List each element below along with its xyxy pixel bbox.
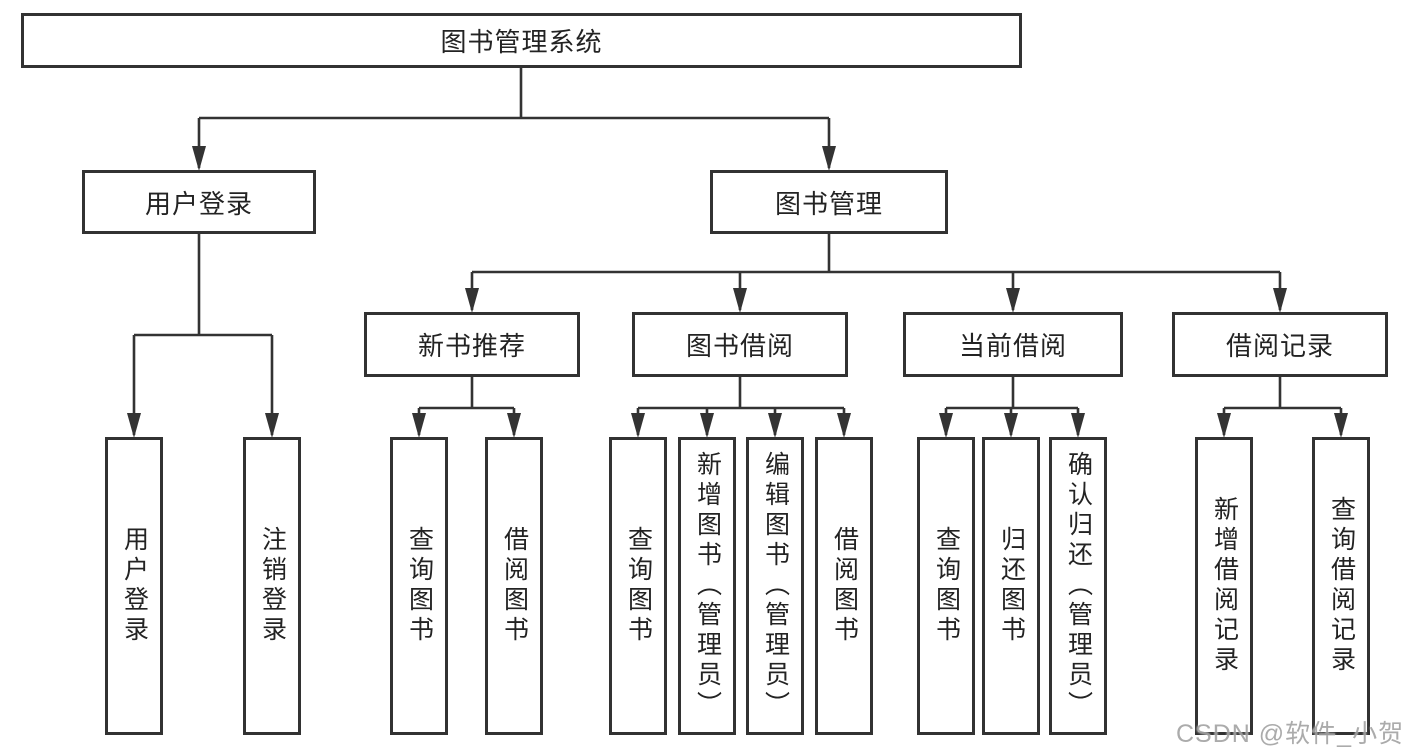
leaf-label: 查询图书	[932, 526, 961, 646]
connector-userlogin-to-leaves	[132, 234, 274, 435]
node-label: 图书借阅	[685, 331, 794, 361]
connector-strokes	[132, 68, 1343, 435]
node-borrowing-records: 借阅记录	[1172, 312, 1388, 377]
leaf-borrow-add-books-admin: 新增图书（管理员）	[678, 437, 736, 735]
arrowhead	[1004, 413, 1018, 438]
leaf-borrow-edit-books-admin: 编辑图书（管理员）	[746, 437, 804, 735]
node-new-book-recommend: 新书推荐	[364, 312, 580, 377]
leaf-label: 用户登录	[120, 526, 149, 646]
leaf-current-return-books: 归还图书	[982, 437, 1040, 735]
arrowhead	[700, 413, 714, 438]
node-book-borrowing: 图书借阅	[632, 312, 848, 377]
leaf-record-add-borrow-record: 新增借阅记录	[1195, 437, 1253, 735]
arrowhead	[1071, 413, 1085, 438]
leaf-label: 查询图书	[624, 526, 653, 646]
arrowhead	[733, 288, 747, 313]
arrowhead	[127, 413, 141, 438]
leaf-logout: 注销登录	[243, 437, 301, 735]
node-label: 图书管理系统	[440, 27, 603, 57]
leaf-current-query-books: 查询图书	[917, 437, 975, 735]
leaf-label: 归还图书	[997, 526, 1026, 646]
node-current-borrowing: 当前借阅	[903, 312, 1123, 377]
connector-borrow-to-leaves	[636, 377, 846, 435]
leaf-label: 注销登录	[258, 526, 287, 646]
arrowhead	[939, 413, 953, 438]
arrowhead	[1217, 413, 1231, 438]
connector-record-to-leaves	[1222, 377, 1343, 435]
leaf-newbook-query-books: 查询图书	[390, 437, 448, 735]
leaf-label: 借阅图书	[500, 526, 529, 646]
leaf-label: 查询图书	[405, 526, 434, 646]
node-user-login: 用户登录	[82, 170, 316, 234]
node-root-book-management-system: 图书管理系统	[21, 13, 1022, 68]
leaf-label: 新增借阅记录	[1210, 496, 1239, 676]
leaf-label: 编辑图书（管理员）	[761, 451, 790, 721]
arrowhead	[822, 146, 836, 171]
leaf-current-confirm-return-admin: 确认归还（管理员）	[1049, 437, 1107, 735]
arrowhead	[412, 413, 426, 438]
leaf-label: 新增图书（管理员）	[693, 451, 722, 721]
node-label: 用户登录	[144, 188, 253, 219]
leaf-record-query-borrow-record: 查询借阅记录	[1312, 437, 1370, 735]
leaf-borrow-borrow-books: 借阅图书	[815, 437, 873, 735]
leaf-label: 确认归还（管理员）	[1064, 451, 1093, 721]
connector-newbook-to-leaves	[417, 377, 516, 435]
arrowhead	[1006, 288, 1020, 313]
arrowhead	[192, 146, 206, 171]
csdn-watermark: CSDN @软件_小贺同学	[1176, 720, 1405, 747]
node-label: 借阅记录	[1225, 331, 1334, 361]
arrowhead	[768, 413, 782, 438]
node-label: 图书管理	[774, 188, 883, 219]
node-book-management: 图书管理	[710, 170, 948, 234]
leaf-label: 借阅图书	[830, 526, 859, 646]
node-label: 新书推荐	[417, 331, 526, 361]
connector-bookmgmt-to-level3	[470, 234, 1282, 310]
arrowhead	[507, 413, 521, 438]
leaf-newbook-borrow-books: 借阅图书	[485, 437, 543, 735]
node-label: 当前借阅	[958, 331, 1067, 361]
arrowheads	[127, 146, 1348, 438]
connector-root-to-level2	[197, 68, 831, 168]
arrowhead	[837, 413, 851, 438]
arrowhead	[1334, 413, 1348, 438]
arrowhead	[265, 413, 279, 438]
arrowhead	[631, 413, 645, 438]
leaf-borrow-query-books: 查询图书	[609, 437, 667, 735]
arrowhead	[465, 288, 479, 313]
leaf-label: 查询借阅记录	[1327, 496, 1356, 676]
leaf-user-login: 用户登录	[105, 437, 163, 735]
arrowhead	[1273, 288, 1287, 313]
